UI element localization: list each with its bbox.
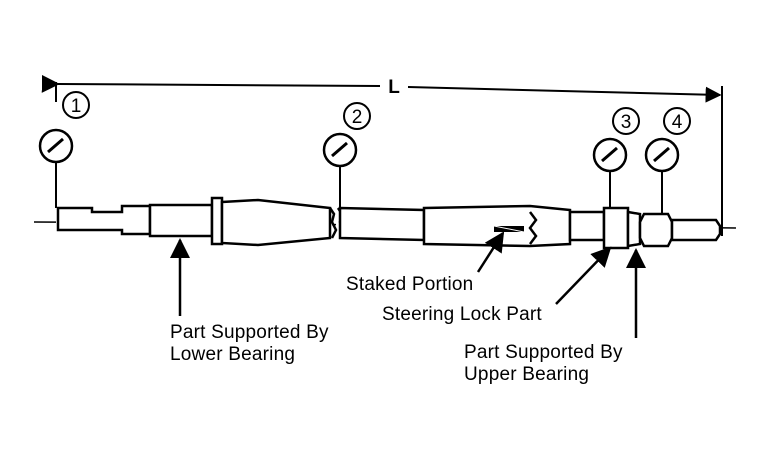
indicator-3-number: 3 bbox=[621, 112, 632, 133]
label-upper-bearing-line1: Part Supported By bbox=[464, 342, 623, 363]
label-steering-lock-part: Steering Lock Part bbox=[382, 304, 542, 325]
indicator-2-number: 2 bbox=[352, 107, 363, 128]
dial-indicator-1: 1 bbox=[38, 91, 90, 208]
dial-indicator-4: 4 bbox=[644, 107, 691, 214]
indicator-1-number: 1 bbox=[71, 96, 82, 117]
staked-portion-mark bbox=[493, 225, 525, 233]
indicator-4-number: 4 bbox=[672, 112, 683, 133]
dial-indicator-3: 3 bbox=[592, 107, 640, 208]
label-upper-bearing-line2: Upper Bearing bbox=[464, 364, 590, 385]
dimension-label: L bbox=[388, 77, 400, 98]
label-lower-bearing-line1: Part Supported By bbox=[170, 322, 329, 343]
dial-indicator-2: 2 bbox=[322, 102, 371, 208]
label-staked-portion: Staked Portion bbox=[346, 274, 474, 295]
dimension-line-l bbox=[41, 74, 723, 236]
leader-steering-lock bbox=[555, 246, 612, 305]
leader-staked-portion bbox=[476, 231, 505, 273]
label-lower-bearing-line2: Lower Bearing bbox=[170, 344, 296, 365]
steering-shaft bbox=[56, 196, 722, 250]
